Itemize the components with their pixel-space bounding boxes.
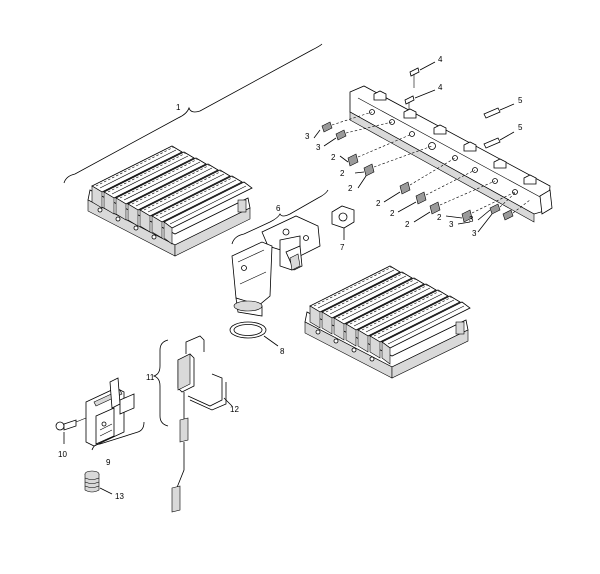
label-part-2-e: 2	[390, 209, 395, 218]
leaders-part-2-3	[313, 129, 493, 233]
screw-part-4-a	[409, 61, 436, 88]
gas-valve-body	[231, 215, 321, 317]
spacer-part-13	[84, 470, 113, 495]
label-part-11: 11	[146, 373, 155, 382]
label-part-2-d: 2	[376, 199, 381, 208]
screw-part-5-a	[483, 103, 515, 119]
brace-part-6	[231, 189, 329, 245]
screw-part-10	[55, 417, 87, 444]
screw-part-4-b	[404, 89, 436, 114]
label-part-2-c: 2	[348, 184, 353, 193]
ignition-bracket	[85, 377, 135, 447]
screw-part-5-b	[483, 131, 515, 149]
label-part-3-d: 3	[469, 215, 474, 224]
label-part-12: 12	[230, 405, 239, 414]
label-part-3-c: 3	[449, 220, 454, 229]
gas-manifold	[349, 85, 553, 223]
electrode-lead	[171, 335, 205, 513]
label-part-1: 1	[176, 103, 181, 112]
label-part-2-b: 2	[340, 169, 345, 178]
label-part-2-f: 2	[405, 220, 410, 229]
label-part-4-b: 4	[438, 83, 443, 92]
label-part-3-a: 3	[305, 132, 310, 141]
label-part-3-e: 3	[472, 229, 477, 238]
brace-part-11	[152, 339, 169, 427]
o-ring-part-8	[229, 321, 279, 347]
part-labels: 1 4 4 5 5 3 3 2 2 2 2 2 2 2 3 3 3 6 7 8 …	[58, 55, 523, 501]
label-part-5-b: 5	[518, 123, 523, 132]
label-part-6: 6	[276, 204, 281, 213]
nozzles-part-2	[347, 133, 516, 223]
label-part-13: 13	[115, 492, 124, 501]
injectors-part-3	[321, 111, 531, 221]
label-part-10: 10	[58, 450, 67, 459]
label-part-3-b: 3	[316, 143, 321, 152]
electrode-part-12	[187, 373, 233, 411]
label-part-2-a: 2	[331, 153, 336, 162]
label-part-2-g: 2	[437, 213, 442, 222]
brace-part-1	[63, 43, 323, 184]
burner-assembly-left	[87, 145, 253, 257]
label-part-7: 7	[340, 243, 345, 252]
label-part-4-a: 4	[438, 55, 443, 64]
burner-assembly-right	[304, 265, 471, 379]
label-part-8: 8	[280, 347, 285, 356]
label-part-5-a: 5	[518, 96, 523, 105]
label-part-9: 9	[106, 458, 111, 467]
brace-part-9	[91, 421, 145, 451]
gasket-part-7	[331, 205, 355, 240]
